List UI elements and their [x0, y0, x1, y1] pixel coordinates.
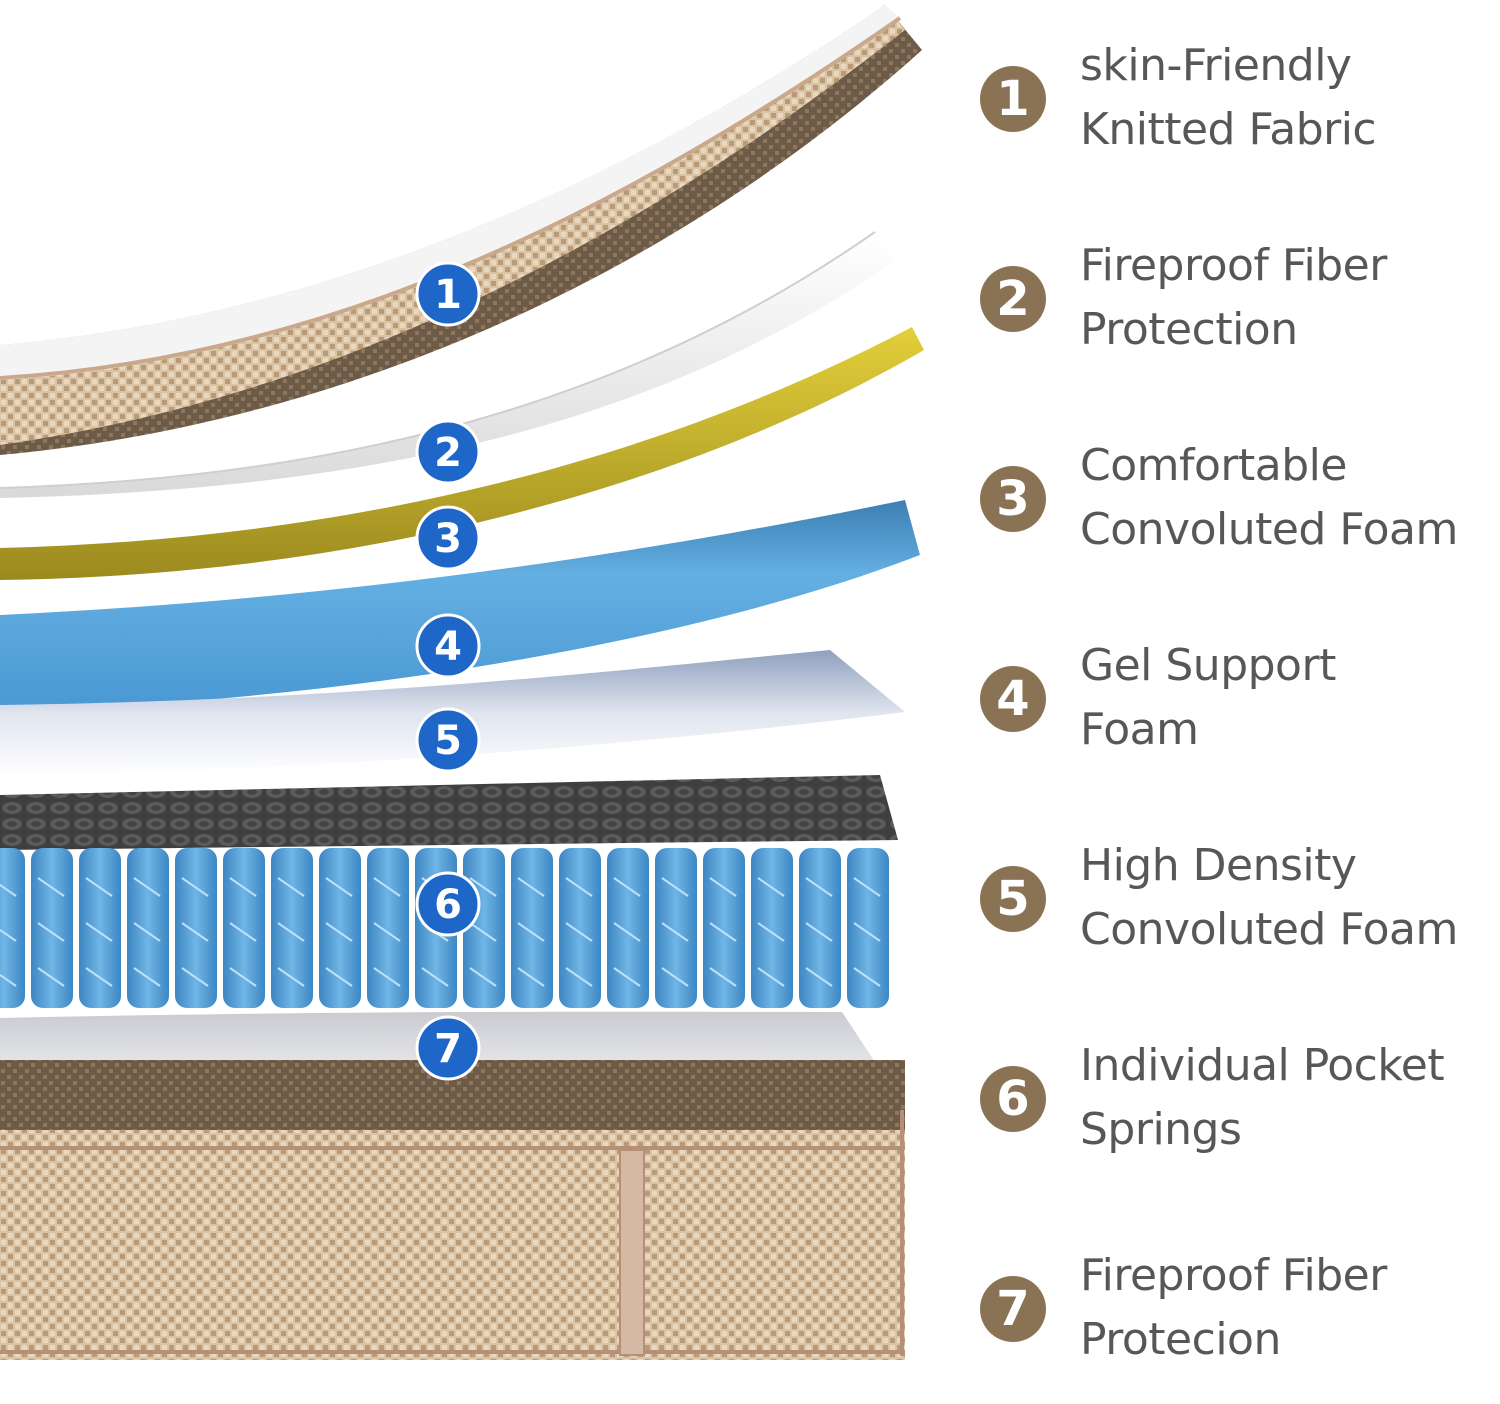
legend-label-line: Fireproof Fiber	[1080, 1250, 1387, 1301]
layer-badges: 1 2 3 4 5 6 7	[415, 261, 481, 1081]
legend-number-badge: 4	[980, 666, 1046, 732]
legend-label-line: Convoluted Foam	[1080, 904, 1458, 955]
pocket-spring	[655, 848, 697, 1008]
layer-4-gel-foam	[0, 500, 920, 712]
legend-label-line: Fireproof Fiber	[1080, 240, 1387, 291]
layer-badge-number: 6	[434, 882, 462, 928]
legend-number-badge: 2	[980, 266, 1046, 332]
legend-number-badge: 3	[980, 466, 1046, 532]
legend-label-line: Comfortable	[1080, 440, 1347, 491]
pocket-spring	[703, 848, 745, 1008]
pocket-spring	[79, 848, 121, 1008]
pocket-spring	[271, 848, 313, 1008]
pocket-spring	[607, 848, 649, 1008]
mattress-base	[0, 1060, 905, 1360]
legend-number-badge: 6	[980, 1066, 1046, 1132]
layer-badge-2: 2	[415, 419, 481, 485]
legend-label-line: Foam	[1080, 704, 1199, 755]
layer-badge-number: 2	[434, 430, 462, 476]
layer-badge-7: 7	[415, 1015, 481, 1081]
legend-label-line: Convoluted Foam	[1080, 504, 1458, 555]
pocket-spring	[223, 848, 265, 1008]
pocket-spring	[367, 848, 409, 1008]
pocket-spring	[511, 848, 553, 1008]
pocket-spring	[799, 848, 841, 1008]
layer-badge-4: 4	[415, 613, 481, 679]
pocket-spring	[175, 848, 217, 1008]
layer-badge-6: 6	[415, 871, 481, 937]
legend-label-line: Knitted Fabric	[1080, 104, 1377, 155]
pocket-spring	[127, 848, 169, 1008]
layer-3-comfort-foam	[0, 327, 924, 580]
legend-label-line: Protection	[1080, 304, 1298, 355]
pocket-spring	[319, 848, 361, 1008]
legend-label-line: Protecion	[1080, 1314, 1281, 1365]
legend-number-badge: 1	[980, 66, 1046, 132]
layer-badge-5: 5	[415, 707, 481, 773]
layer-badge-number: 5	[434, 718, 462, 764]
pocket-spring	[559, 848, 601, 1008]
mattress-layers-illustration: 1 2 3 4 5 6 7	[0, 5, 924, 1360]
legend-number-badge: 5	[980, 866, 1046, 932]
pocket-spring	[31, 848, 73, 1008]
layer-badge-3: 3	[415, 505, 481, 571]
legend-label-line: High Density	[1080, 840, 1357, 891]
legend-label-line: Individual Pocket	[1080, 1040, 1445, 1091]
pocket-spring	[847, 848, 889, 1008]
layer-badge-number: 1	[434, 272, 462, 318]
layer-badge-number: 3	[434, 516, 462, 562]
legend-label-line: Springs	[1080, 1104, 1242, 1155]
layer-badge-number: 7	[434, 1026, 462, 1072]
layer-badge-number: 4	[434, 624, 462, 670]
legend-number-badge: 7	[980, 1276, 1046, 1342]
legend-label-line: Gel Support	[1080, 640, 1336, 691]
layer-badge-1: 1	[415, 261, 481, 327]
pocket-spring	[751, 848, 793, 1008]
layer-1-knitted-fabric	[0, 5, 922, 455]
legend-label-line: skin-Friendly	[1080, 40, 1352, 91]
pocket-spring	[0, 848, 25, 1008]
